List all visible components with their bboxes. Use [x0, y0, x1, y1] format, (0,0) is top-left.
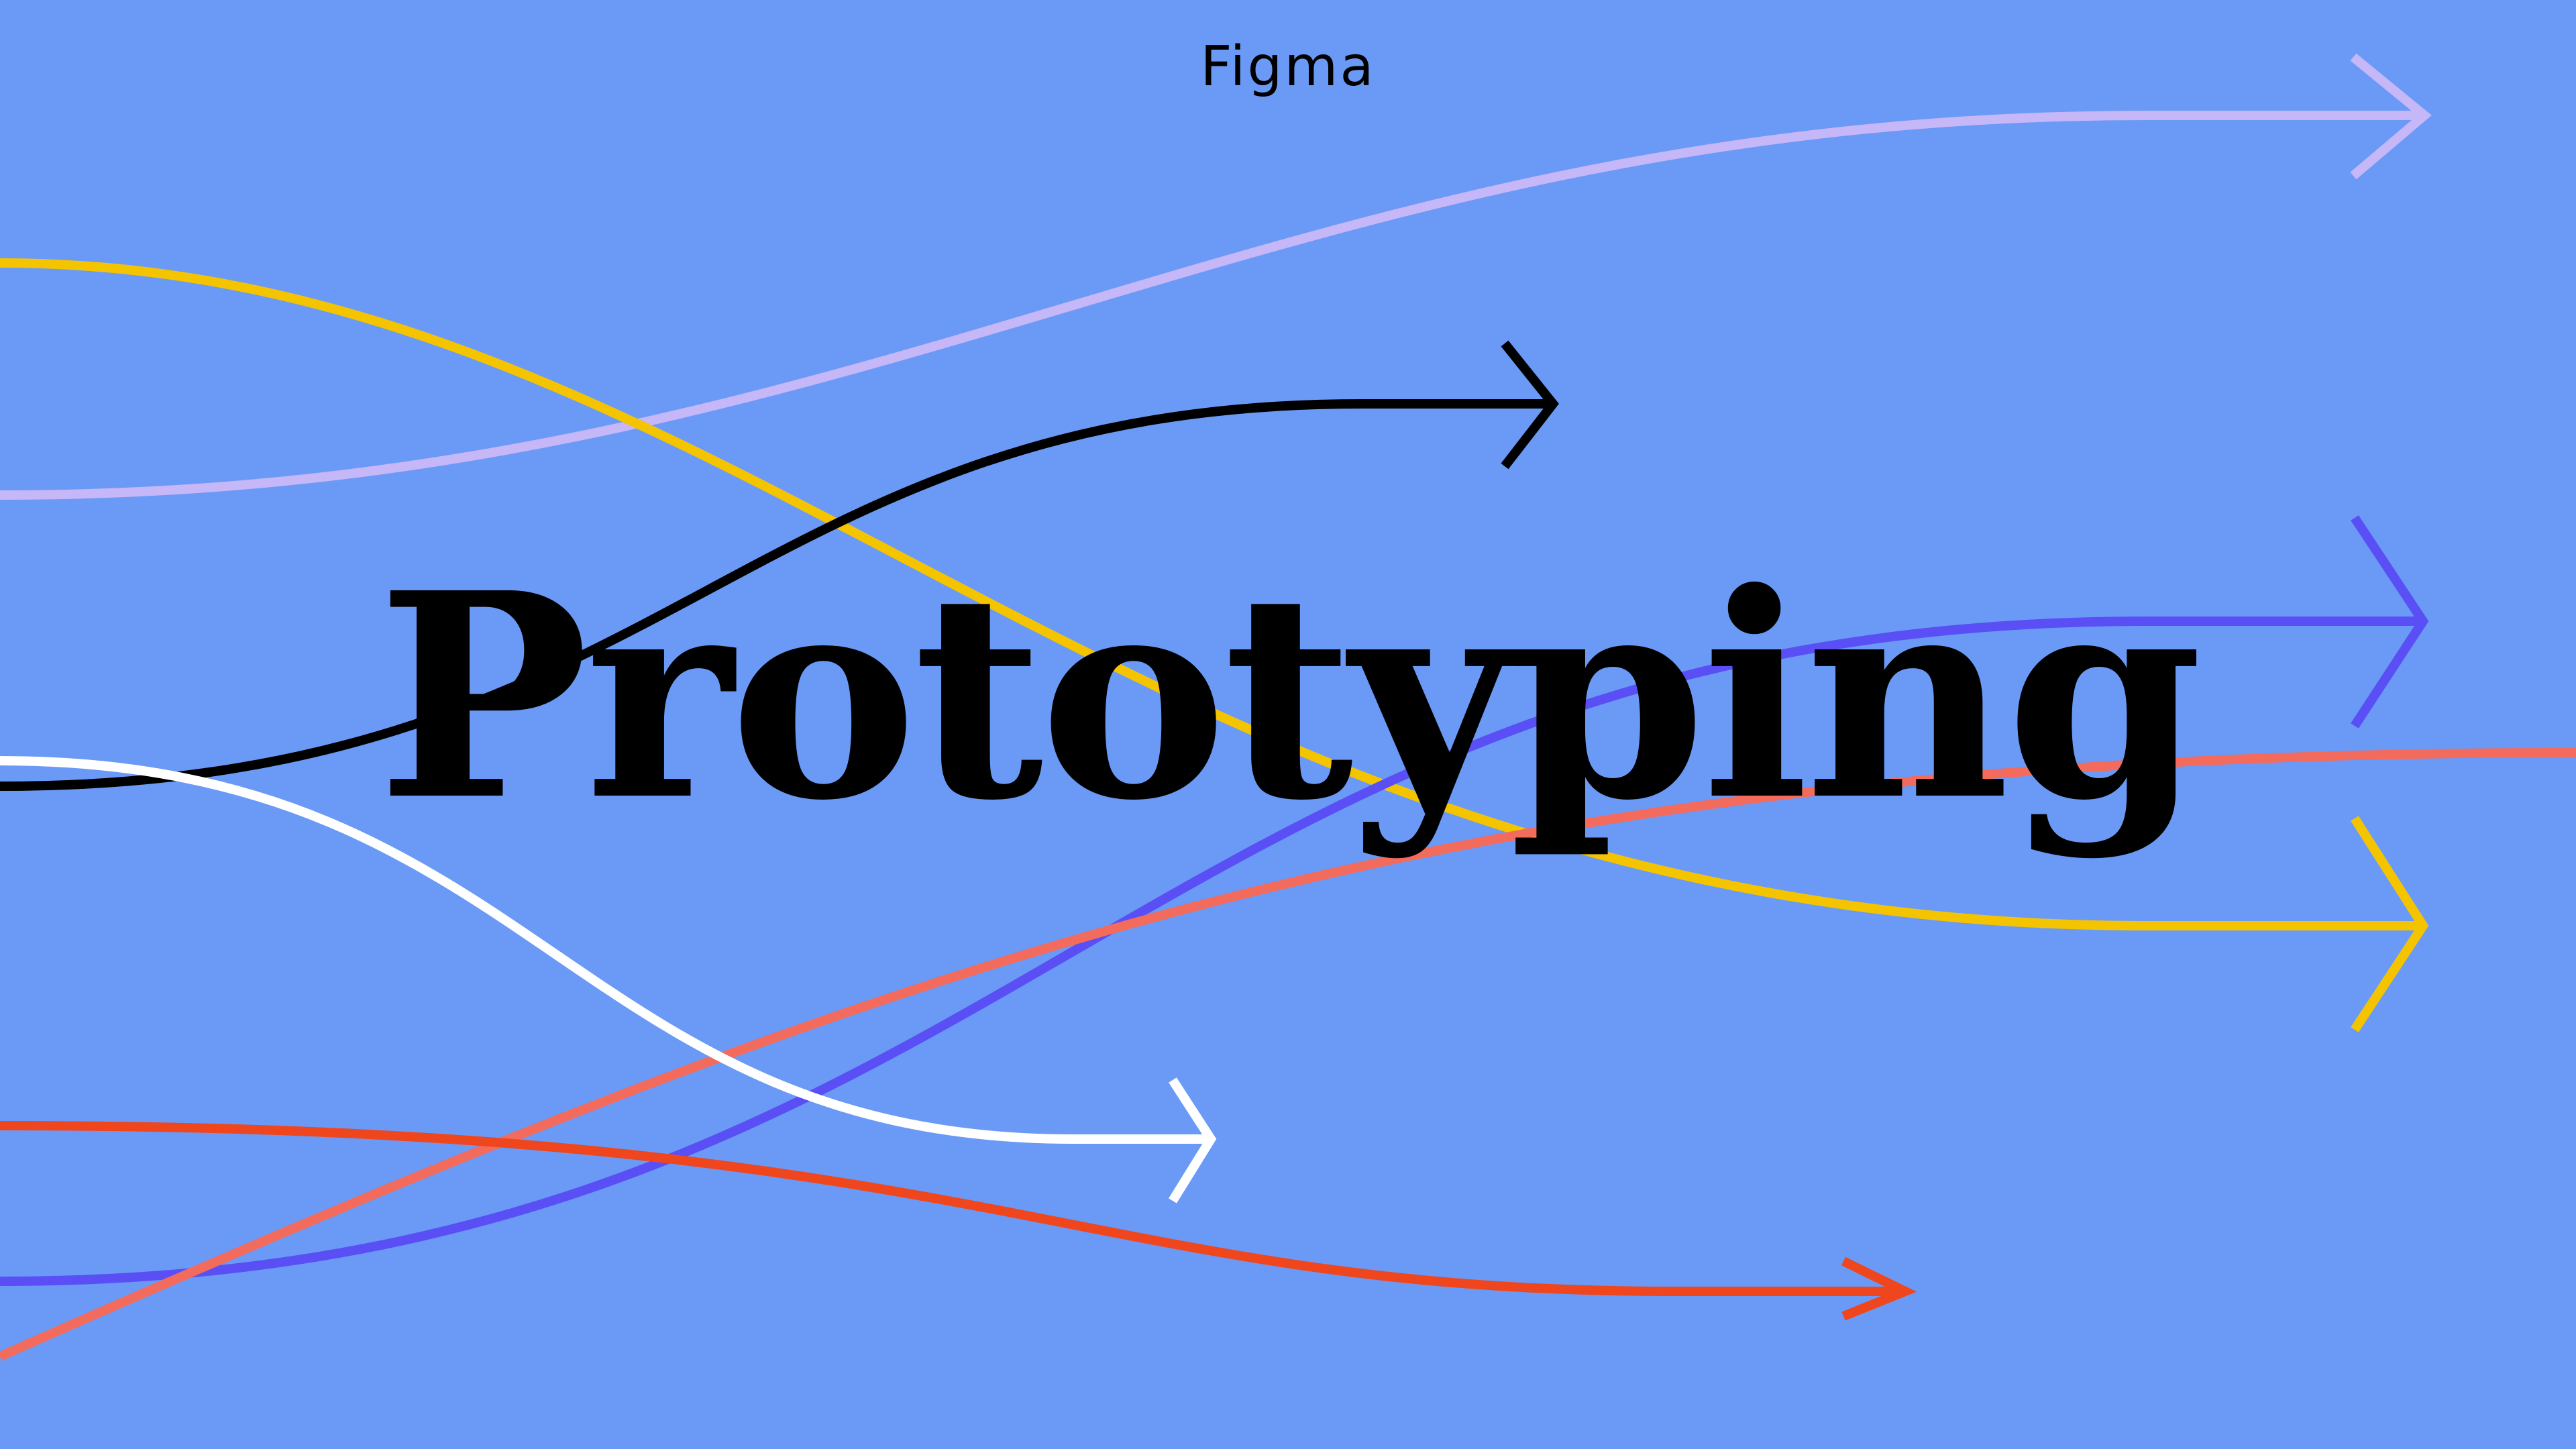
salmon-line-path — [0, 748, 2576, 1361]
figma-logo-text: Figma — [1200, 35, 1376, 99]
black-arrow-head — [1501, 340, 1559, 470]
red-orange-arrow-path — [0, 1121, 1905, 1296]
lavender-arrow-path — [0, 111, 2424, 500]
yellow-arrow-head — [2351, 816, 2429, 1032]
indigo-arrow-head — [2351, 515, 2429, 729]
lavender-arrow-head — [2350, 53, 2432, 180]
black-arrow-path — [0, 399, 1553, 791]
yellow-arrow-path — [0, 258, 2423, 930]
red-orange-arrow-head — [1841, 1256, 1917, 1321]
headline-title: Prototyping — [377, 532, 2203, 863]
indigo-arrow-path — [0, 616, 2423, 1286]
white-arrow-path — [0, 756, 1211, 1144]
white-arrow-head — [1169, 1077, 1217, 1203]
